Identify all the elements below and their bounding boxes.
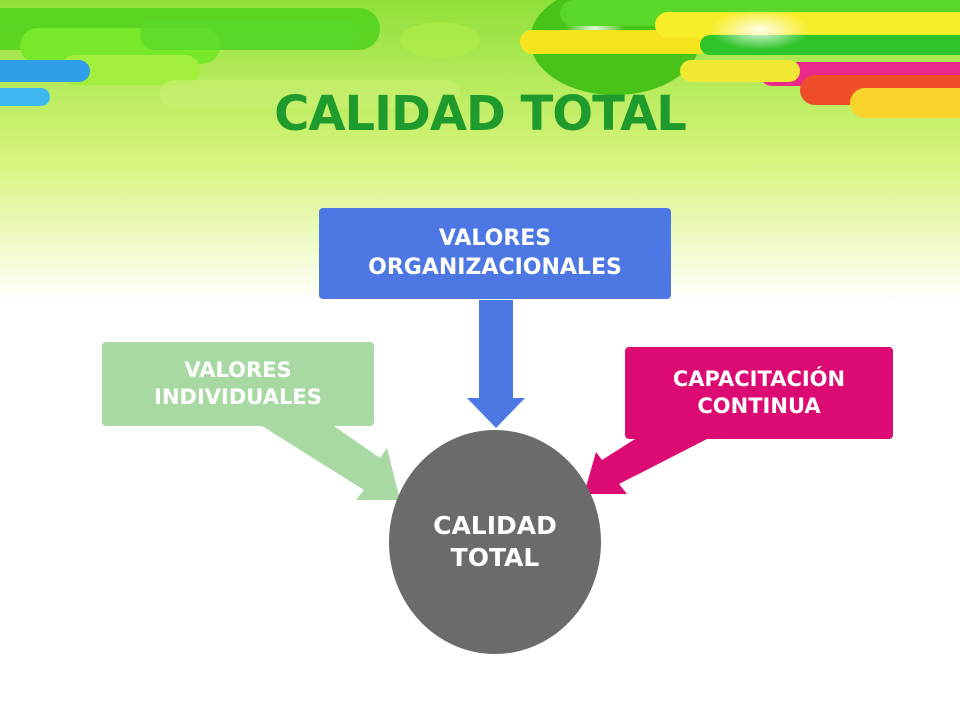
node-label: VALORES INDIVIDUALES bbox=[154, 357, 322, 409]
node-valores-individuales: VALORES INDIVIDUALES bbox=[102, 342, 374, 426]
arrow-capacitacion bbox=[584, 439, 707, 494]
node-label: VALORES ORGANIZACIONALES bbox=[368, 225, 622, 280]
slide-title: CALIDAD TOTAL bbox=[274, 86, 687, 142]
arrow-organizacionales bbox=[467, 300, 525, 428]
center-label: CALIDAD TOTAL bbox=[433, 510, 557, 573]
center-node-calidad-total: CALIDAD TOTAL bbox=[389, 430, 601, 654]
node-capacitacion-continua: CAPACITACIÓN CONTINUA bbox=[625, 347, 893, 439]
arrow-individuales bbox=[262, 426, 400, 500]
node-label: CAPACITACIÓN CONTINUA bbox=[672, 366, 846, 418]
node-valores-organizacionales: VALORES ORGANIZACIONALES bbox=[319, 208, 671, 299]
